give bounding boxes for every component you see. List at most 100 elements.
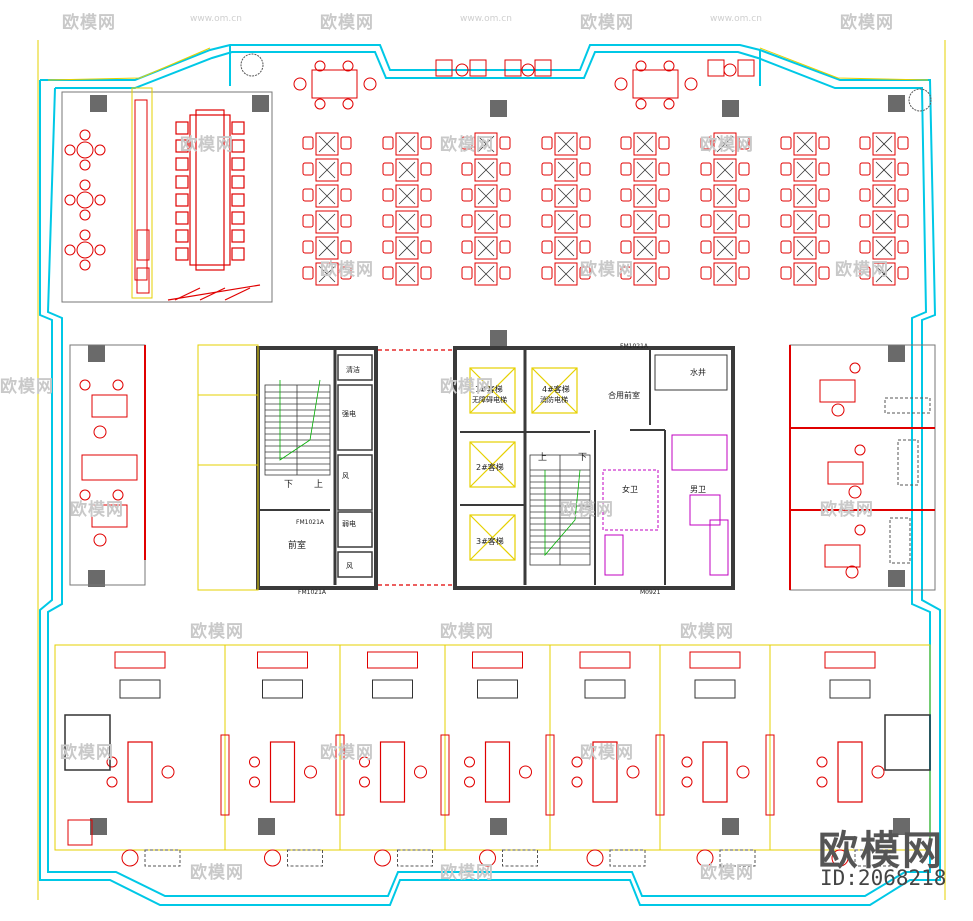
bottom-office-row: [54, 644, 931, 867]
desk-pair: [395, 132, 419, 156]
desk-chair: [461, 266, 473, 280]
elevator2-label: 2#客梯: [476, 462, 504, 472]
office-desk: [592, 741, 618, 803]
desk-chair: [420, 214, 432, 228]
desk-mark: [796, 213, 814, 231]
desk-mark: [477, 213, 495, 231]
desk-chair: [620, 214, 632, 228]
conference-chair: [231, 211, 245, 225]
desk-pair: [793, 184, 817, 208]
office-cabinet: [694, 679, 736, 699]
watermark-logo-13: 欧模网: [70, 500, 124, 520]
desk-chair: [302, 162, 314, 176]
desk-mark: [875, 161, 893, 179]
desk-pair: [315, 262, 339, 286]
desk-chair: [859, 188, 871, 202]
desk-mark: [318, 213, 336, 231]
men-wc-label: 男卫: [690, 485, 706, 494]
desk-mark: [875, 239, 893, 257]
office-cabinet: [262, 679, 303, 699]
core-corridor-lines: [378, 349, 453, 586]
office-chair: [249, 756, 260, 768]
stair-right: [529, 454, 591, 566]
desk-chair: [302, 136, 314, 150]
desk-chair: [541, 266, 553, 280]
water-well-label: 水井: [690, 367, 706, 377]
desk-mark: [636, 239, 654, 257]
desk-pair: [554, 158, 578, 182]
desk-chair: [541, 214, 553, 228]
desk-chair: [859, 240, 871, 254]
watermark-logo-12: 欧模网: [440, 377, 494, 397]
desk-chair: [897, 162, 909, 176]
desk-chair: [620, 136, 632, 150]
desk-chair: [658, 266, 670, 280]
watermark-logo-6: 欧模网: [440, 135, 494, 155]
desk-mark: [796, 187, 814, 205]
stair-right-down-label: 下: [578, 453, 587, 463]
column: [252, 95, 269, 112]
office-table: [144, 849, 181, 867]
lounge-chair: [374, 849, 391, 867]
divider-cabinet: [655, 734, 665, 816]
desk-chair: [340, 266, 352, 280]
lounge-chair: [479, 849, 496, 867]
watermark-logo-2: 欧模网: [320, 13, 374, 33]
door-fm1-left-label: FM1021A: [296, 519, 325, 526]
desk-mark: [398, 161, 416, 179]
conference-chair: [231, 157, 245, 171]
desk-mark: [477, 135, 495, 153]
conference-chair: [175, 139, 189, 153]
elevator1-label: 1#客梯: [475, 384, 503, 394]
left-middle-offices: [69, 344, 259, 591]
desk-chair: [382, 136, 394, 150]
desk-chair: [620, 266, 632, 280]
desk-mark: [557, 135, 575, 153]
conference-chair: [231, 193, 245, 207]
desk-chair: [658, 162, 670, 176]
watermark-logo-20: 欧模网: [320, 743, 374, 763]
desk-pair: [713, 262, 737, 286]
desk-pair: [474, 262, 498, 286]
desk-pair: [713, 132, 737, 156]
desk-chair: [499, 266, 511, 280]
conference-table: [167, 109, 261, 301]
desk-pair: [713, 158, 737, 182]
desk-chair: [340, 136, 352, 150]
office-table: [397, 849, 433, 867]
workstation-grid: [302, 132, 909, 286]
bed: [884, 714, 931, 771]
office-desk: [269, 741, 296, 803]
desk-chair: [897, 214, 909, 228]
desk-pair: [872, 184, 896, 208]
desk-chair: [738, 188, 750, 202]
office-chair: [626, 765, 640, 779]
desk-pair: [872, 262, 896, 286]
desk-pair: [713, 184, 737, 208]
stair-left: [264, 379, 331, 476]
stair-right-up-label: 上: [538, 452, 547, 463]
door-fm1-top-label: FM1021A: [620, 343, 649, 350]
column: [490, 100, 507, 117]
office-table: [502, 849, 538, 867]
desk-pair: [872, 236, 896, 260]
desk-mark: [477, 187, 495, 205]
column: [90, 818, 107, 835]
desk-chair: [700, 188, 712, 202]
desk-mark: [716, 265, 734, 283]
desk-mark: [875, 213, 893, 231]
women-wc-label: 女卫: [622, 484, 638, 494]
desk-mark: [557, 187, 575, 205]
desk-mark: [398, 213, 416, 231]
desk-chair: [382, 266, 394, 280]
watermark-logo-22: 欧模网: [190, 863, 244, 883]
office-chair: [681, 756, 693, 768]
desk-chair: [461, 136, 473, 150]
core-left-rooms: [337, 354, 373, 578]
elevator1-sub-label: 无障碍电梯: [472, 395, 507, 404]
desk-chair: [780, 188, 792, 202]
desk-pair: [474, 158, 498, 182]
brand-badge: 欧模网: [818, 828, 944, 874]
desk-mark: [398, 135, 416, 153]
